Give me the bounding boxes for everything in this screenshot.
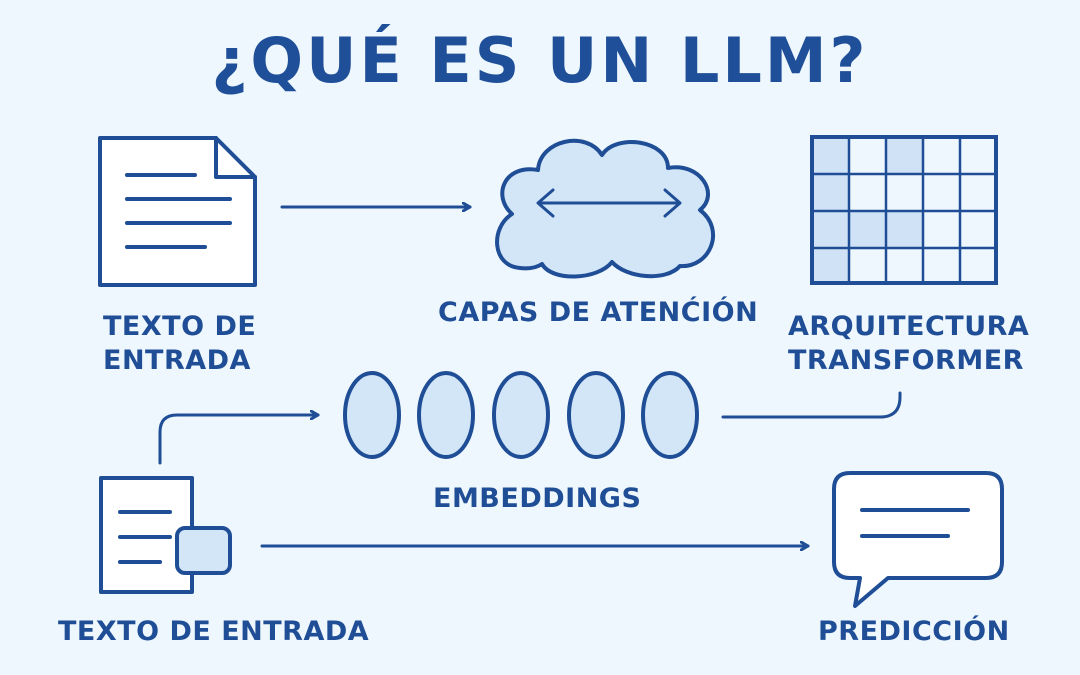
input-text-top-line1: TEXTO DE — [103, 311, 257, 342]
document-icon — [98, 136, 257, 287]
document-with-tag-icon — [99, 476, 232, 594]
embedding-vector — [492, 371, 550, 459]
embedding-vector — [417, 371, 475, 459]
embeddings-label: EMBEDDINGS — [433, 483, 642, 514]
grid-icon — [810, 135, 998, 285]
embedding-vector — [343, 371, 401, 459]
transformer-label: ARQUITECTURA TRANSFORMER — [788, 310, 1029, 378]
embedding-vector — [641, 371, 699, 459]
ellipse-vector-icon — [343, 371, 699, 459]
input-text-bottom-label: TEXTO DE ENTRADA — [58, 616, 370, 647]
cloud-icon — [495, 138, 716, 279]
attention-layers-label: CAPAS DE ATENĆIÓN — [438, 297, 759, 328]
input-text-top-line2: ENTRADA — [103, 344, 251, 376]
speech-bubble-icon — [832, 471, 1004, 608]
page-title: ¿QUÉ ES UN LLM? — [211, 24, 869, 97]
connector-embeddings-to-transformer — [721, 391, 902, 419]
transformer-line2: TRANSFORMER — [788, 344, 1024, 376]
transformer-line1: ARQUITECTURA — [788, 311, 1030, 342]
embedding-vector — [567, 371, 625, 459]
prediction-label: PREDICCIÓN — [818, 616, 1010, 647]
input-text-top-label: TEXTO DE ENTRADA — [103, 310, 256, 378]
arrow-input-to-embeddings — [158, 415, 320, 465]
